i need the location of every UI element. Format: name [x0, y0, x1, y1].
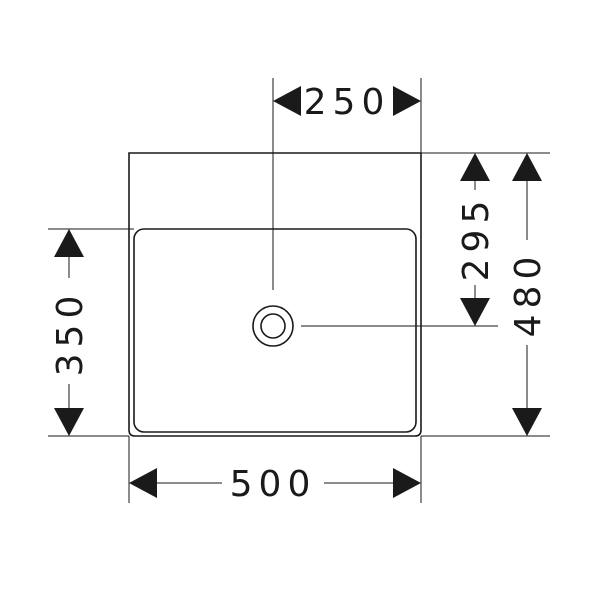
drain-inner-ring — [260, 313, 286, 339]
arrowhead-up — [54, 229, 84, 257]
drain-outer-ring — [252, 305, 294, 347]
dimension-480: 480 — [508, 153, 549, 436]
basin-outer-outline — [128, 152, 422, 437]
arrowhead-up — [512, 153, 542, 181]
dimension-label-500: 500 — [230, 464, 317, 505]
dimension-label-350: 350 — [50, 290, 91, 377]
basin-inner-bowl — [133, 228, 417, 433]
arrowhead-down — [512, 408, 542, 436]
arrowhead-right — [393, 86, 421, 116]
dimension-350: 350 — [50, 229, 91, 436]
dimension-295: 295 — [456, 153, 497, 326]
arrowhead-right — [393, 468, 421, 498]
dimension-250: 250 — [273, 82, 421, 123]
dimension-label-480: 480 — [508, 251, 549, 338]
arrowhead-left — [129, 468, 157, 498]
arrowhead-up — [460, 153, 490, 181]
dimension-label-295: 295 — [456, 195, 497, 282]
arrowhead-down — [460, 298, 490, 326]
arrowhead-left — [273, 86, 301, 116]
dimension-500: 500 — [129, 464, 421, 505]
dimension-label-250: 250 — [304, 82, 391, 123]
arrowhead-down — [54, 408, 84, 436]
